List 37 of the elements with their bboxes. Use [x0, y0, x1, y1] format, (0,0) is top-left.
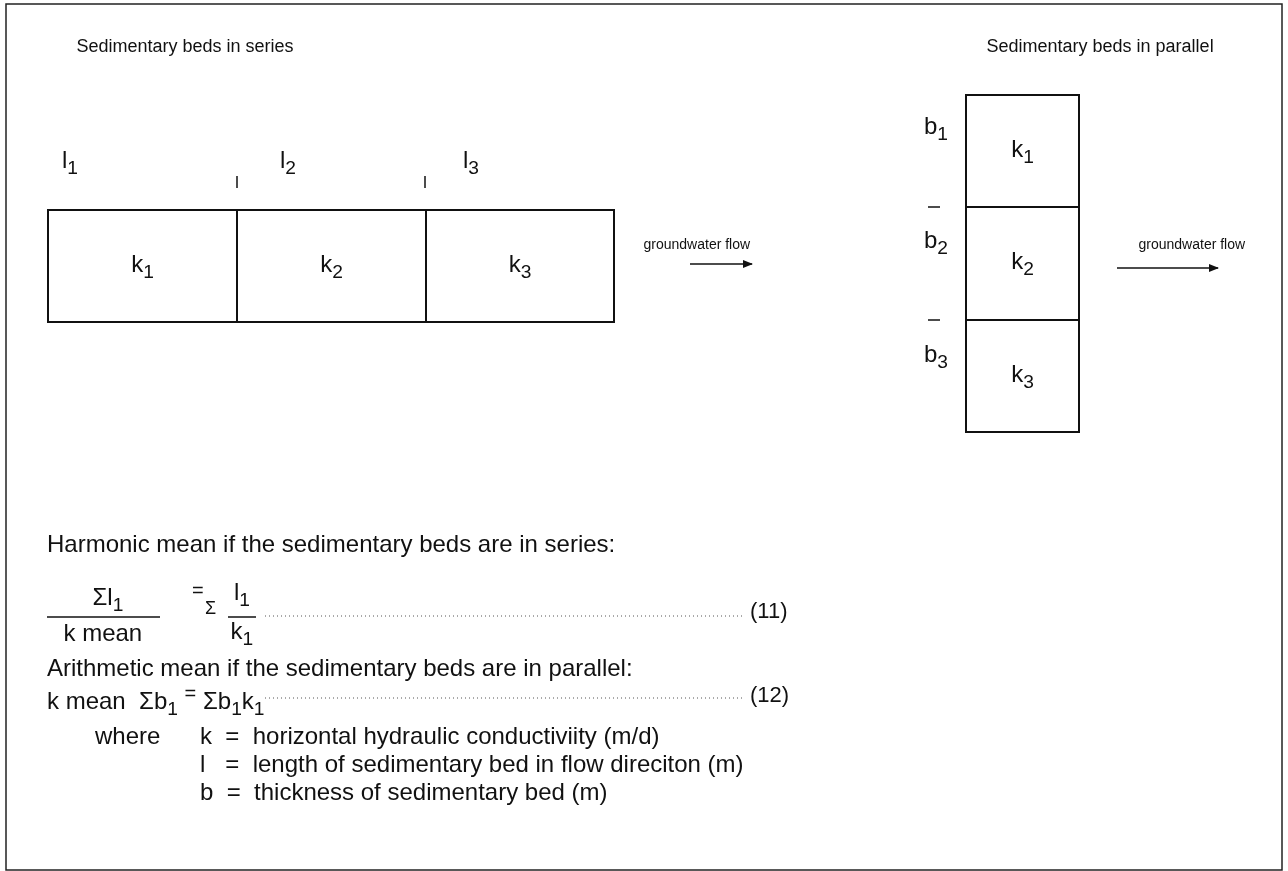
flow-label: groundwater flow: [643, 236, 751, 252]
denominator: k mean: [63, 619, 143, 647]
length-label: l$_{3}$: [463, 146, 479, 179]
bed-label: k$_{1}$: [1011, 134, 1034, 168]
length-label: l$_{1}$: [62, 146, 78, 179]
equation-number: (12): [750, 682, 790, 708]
equation-heading: Arithmetic mean if the sedimentary beds are in parallel:: [47, 654, 633, 682]
sediment-bed: [425, 209, 615, 323]
sediment-bed: [47, 209, 238, 323]
equals-sign: =: [192, 579, 204, 602]
numerator: l$_{1}$: [234, 578, 250, 611]
equation-heading: Harmonic mean if the sedimentary beds are in series:: [47, 530, 616, 558]
bed-label: k$_{2}$: [320, 249, 343, 283]
definition: k = horizontal hydraulic conductiviity (m/d): [200, 722, 660, 750]
heading: Sedimentary beds in series: [76, 36, 294, 57]
bed-label: k$_{3}$: [1011, 359, 1034, 393]
definition-intro: where: [95, 722, 161, 750]
numerator: Σl$_{1}$: [92, 583, 124, 616]
thickness-label: b$_{1}$: [924, 112, 949, 145]
bed-label: k$_{2}$: [1011, 247, 1034, 280]
bed-label: k$_{1}$: [131, 249, 154, 283]
sediment-bed: [236, 209, 427, 323]
definition: l = length of sedimentary bed in flow direciton (m): [200, 750, 744, 778]
thickness-label: b$_{2}$: [924, 226, 949, 259]
heading: Sedimentary beds in parallel: [986, 36, 1214, 57]
definition: b = thickness of sedimentary bed (m): [200, 778, 608, 806]
thickness-label: b$_{3}$: [924, 340, 949, 373]
bed-label: k$_{3}$: [508, 249, 532, 283]
denominator: k$_{1}$: [230, 617, 254, 650]
sediment-bed: [965, 206, 1080, 321]
sediment-bed: [965, 319, 1080, 433]
equation-number: (11): [750, 598, 788, 624]
flow-label: groundwater flow: [1138, 236, 1246, 252]
equation: k mean Σb$_{1}$ $^{=}$ Σb$_{1}$k$_{1}$: [47, 682, 265, 720]
length-label: l$_{2}$: [280, 146, 296, 179]
sum-sign: Σ: [205, 598, 217, 619]
sediment-bed: [965, 94, 1080, 208]
